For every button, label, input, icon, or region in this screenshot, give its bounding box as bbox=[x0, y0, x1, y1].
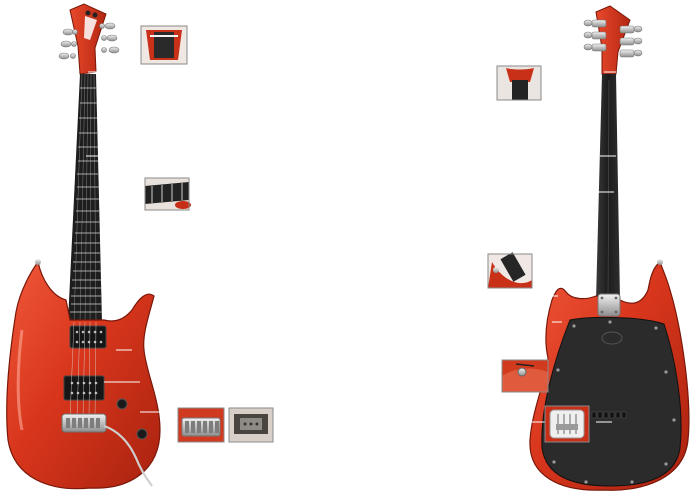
front-body bbox=[6, 260, 161, 490]
back-spring-holes bbox=[591, 411, 627, 419]
back-logo-emblem bbox=[601, 331, 623, 345]
detail-thumb-front-fretboard bbox=[144, 177, 191, 211]
front-guitar bbox=[6, 3, 176, 490]
back-cover-plate bbox=[541, 316, 682, 487]
detail-thumb-back-output-jack bbox=[501, 359, 549, 393]
front-volume-knob bbox=[116, 398, 128, 410]
front-fretboard bbox=[68, 73, 102, 323]
detail-thumb-back-tremolo-cavity bbox=[544, 405, 590, 443]
back-headstock bbox=[583, 5, 643, 75]
detail-thumb-back-neck-heel bbox=[496, 65, 542, 101]
back-neck bbox=[596, 74, 620, 300]
front-neck-pickup bbox=[69, 325, 107, 349]
detail-thumb-front-nut bbox=[140, 25, 188, 65]
front-tuners bbox=[58, 22, 120, 60]
back-callout-lines bbox=[526, 71, 616, 423]
detail-thumb-back-neck-joint bbox=[487, 252, 533, 289]
front-callout-lines bbox=[86, 71, 176, 413]
front-tremolo-bridge bbox=[61, 413, 153, 487]
back-neck-plate bbox=[597, 293, 621, 317]
front-tone-knob bbox=[136, 428, 148, 440]
front-headstock bbox=[58, 3, 120, 75]
detail-thumb-front-pickup bbox=[228, 407, 274, 443]
detail-thumb-front-bridge bbox=[177, 407, 225, 443]
